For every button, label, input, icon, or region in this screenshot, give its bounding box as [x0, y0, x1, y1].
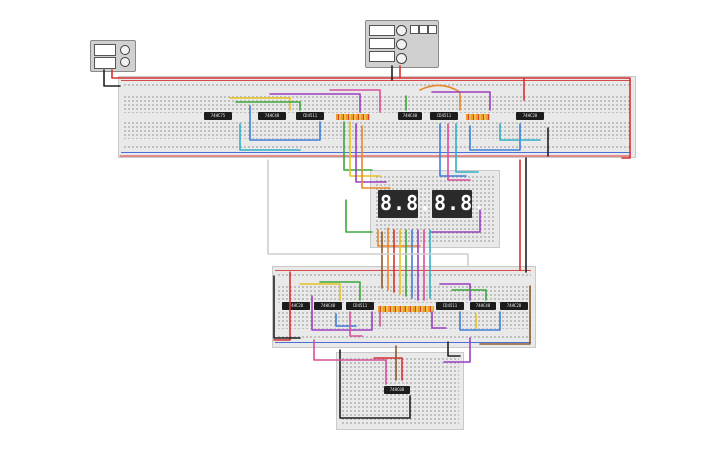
wire-black	[339, 349, 411, 419]
power-rail-mid	[275, 270, 531, 271]
wire-purple	[443, 337, 471, 363]
generator-display-2	[369, 38, 395, 49]
waveform-button-1[interactable]	[410, 25, 419, 34]
chip-top-6[interactable]: 74HC28	[516, 112, 544, 120]
mid-holes-4	[277, 335, 531, 340]
ground-rail	[121, 152, 631, 153]
wire-black	[447, 341, 461, 357]
function-generator[interactable]	[365, 20, 439, 68]
chip-top-4[interactable]: 74HC48	[398, 112, 422, 120]
generator-knob-2[interactable]	[396, 39, 407, 50]
wire-yellow	[299, 283, 341, 301]
wire-pink	[329, 89, 381, 113]
power-supply-knob[interactable]	[120, 45, 130, 55]
mid-holes-1	[277, 273, 531, 278]
resistor-array-mid[interactable]	[378, 306, 434, 312]
wire-yellow	[229, 97, 291, 111]
power-supply[interactable]	[90, 40, 136, 72]
chip-top-1[interactable]: 74HC75	[204, 112, 232, 120]
wire-blue	[335, 313, 357, 327]
wire-orange	[377, 229, 421, 247]
power-supply-display-2	[94, 57, 116, 69]
chip-bottom-6[interactable]: 74HC28	[500, 302, 528, 310]
wire-purple	[431, 311, 447, 329]
wire-red	[111, 69, 631, 159]
wire-cyan	[239, 123, 301, 151]
wire-black	[103, 69, 121, 87]
wire-blue	[439, 123, 467, 177]
wire-brown	[479, 285, 531, 345]
generator-knob-3[interactable]	[396, 53, 407, 64]
generator-display-1	[369, 25, 395, 36]
power-rail	[121, 80, 631, 81]
chip-bottom-4[interactable]: CD4511	[436, 302, 464, 310]
seven-segment-right: 8.8.	[432, 190, 485, 218]
wire-purple	[355, 123, 387, 183]
seven-segment-left: 8.8.	[378, 190, 431, 218]
resistor-array-top-1[interactable]	[336, 114, 370, 120]
wire-purple	[429, 209, 481, 233]
wire-blue	[459, 311, 501, 331]
wire-orange	[361, 125, 391, 189]
power-supply-knob-2[interactable]	[120, 57, 130, 67]
wire-purple	[431, 91, 491, 111]
wire-green	[345, 199, 373, 233]
waveform-button-2[interactable]	[419, 25, 428, 34]
chip-bottom-5[interactable]: 74HC48	[470, 302, 496, 310]
wire-purple	[269, 93, 361, 113]
wire-blue	[469, 123, 521, 151]
power-supply-display	[94, 44, 116, 56]
wire-green	[235, 101, 301, 111]
wire-purple	[311, 295, 373, 331]
wire-pink	[349, 311, 363, 337]
wire-orange	[419, 84, 461, 111]
generator-knob-1[interactable]	[396, 25, 407, 36]
wire-yellow	[349, 121, 381, 177]
wire-green	[319, 281, 361, 301]
chip-bottom-3[interactable]: CD4511	[346, 302, 374, 310]
wire-black	[273, 275, 301, 339]
wire-pink	[447, 123, 471, 181]
wire-pink	[313, 339, 387, 385]
resistor-array-top-2[interactable]	[466, 114, 490, 120]
wire-green	[451, 289, 487, 301]
chip-top-3[interactable]: CD4511	[296, 112, 324, 120]
mid-holes-3	[277, 311, 531, 329]
chip-top-2[interactable]: 74HC48	[258, 112, 286, 120]
wire-gray	[267, 159, 469, 267]
wire-blue	[249, 105, 321, 141]
wire-cyan	[455, 123, 479, 173]
wire-green	[343, 121, 373, 171]
wire-purple	[439, 283, 471, 301]
waveform-button-3[interactable]	[428, 25, 437, 34]
wire-cyan	[499, 123, 541, 141]
seven-segment-right-digits: 8.8.	[434, 191, 487, 215]
chip-top-5[interactable]: CD4511	[430, 112, 458, 120]
chip-lower-1[interactable]: 74HC08	[384, 386, 410, 394]
wire-red	[373, 357, 403, 381]
chip-bottom-1[interactable]: 74HC28	[282, 302, 310, 310]
rail-holes	[123, 83, 631, 88]
generator-display-3	[369, 51, 395, 62]
rail-holes-2	[123, 145, 631, 150]
chip-bottom-2[interactable]: 74HC48	[314, 302, 342, 310]
ground-rail-mid	[275, 342, 531, 343]
wire-red	[273, 271, 291, 341]
seven-segment-left-digits: 8.8.	[380, 191, 433, 215]
